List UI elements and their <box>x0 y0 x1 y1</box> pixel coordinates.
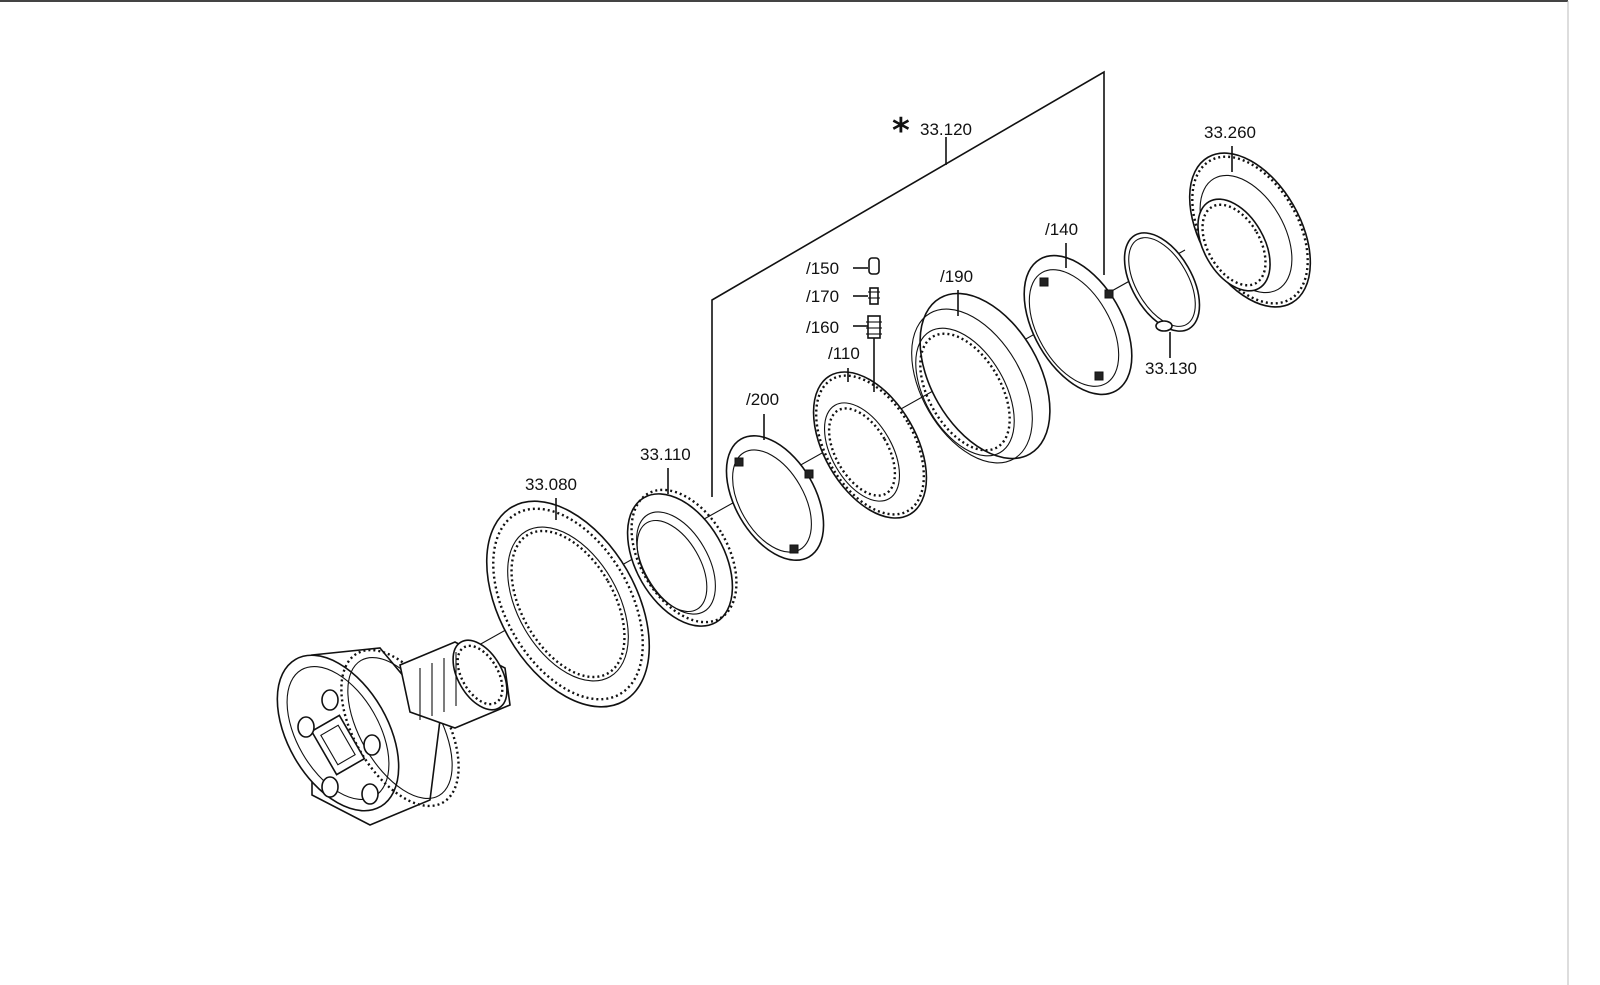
label-160: /160 <box>806 318 839 337</box>
detent-parts <box>853 257 882 392</box>
label-110: /110 <box>828 344 860 363</box>
assembly-bracket <box>711 70 1105 497</box>
part-140 <box>1023 254 1133 396</box>
label-170: /170 <box>806 287 839 306</box>
part-33-080 <box>485 500 651 708</box>
part-33-260 <box>1188 152 1312 308</box>
label-33-120: 33.120 <box>920 120 972 139</box>
label-140: /140 <box>1045 220 1078 239</box>
label-33-080: 33.080 <box>525 475 577 494</box>
part-110 <box>812 371 928 519</box>
label-33-130: 33.130 <box>1145 359 1197 378</box>
part-190 <box>911 292 1051 464</box>
label-33-260: 33.260 <box>1204 123 1256 142</box>
part-33-110 <box>626 488 738 627</box>
label-150: /150 <box>806 259 839 278</box>
assembly-marker: * <box>892 111 910 151</box>
part-200 <box>725 435 825 561</box>
label-200: /200 <box>746 390 779 409</box>
label-33-110: 33.110 <box>640 445 691 464</box>
label-190: /190 <box>940 267 973 286</box>
part-33-130 <box>1123 232 1201 332</box>
output-flange-part <box>276 639 511 826</box>
